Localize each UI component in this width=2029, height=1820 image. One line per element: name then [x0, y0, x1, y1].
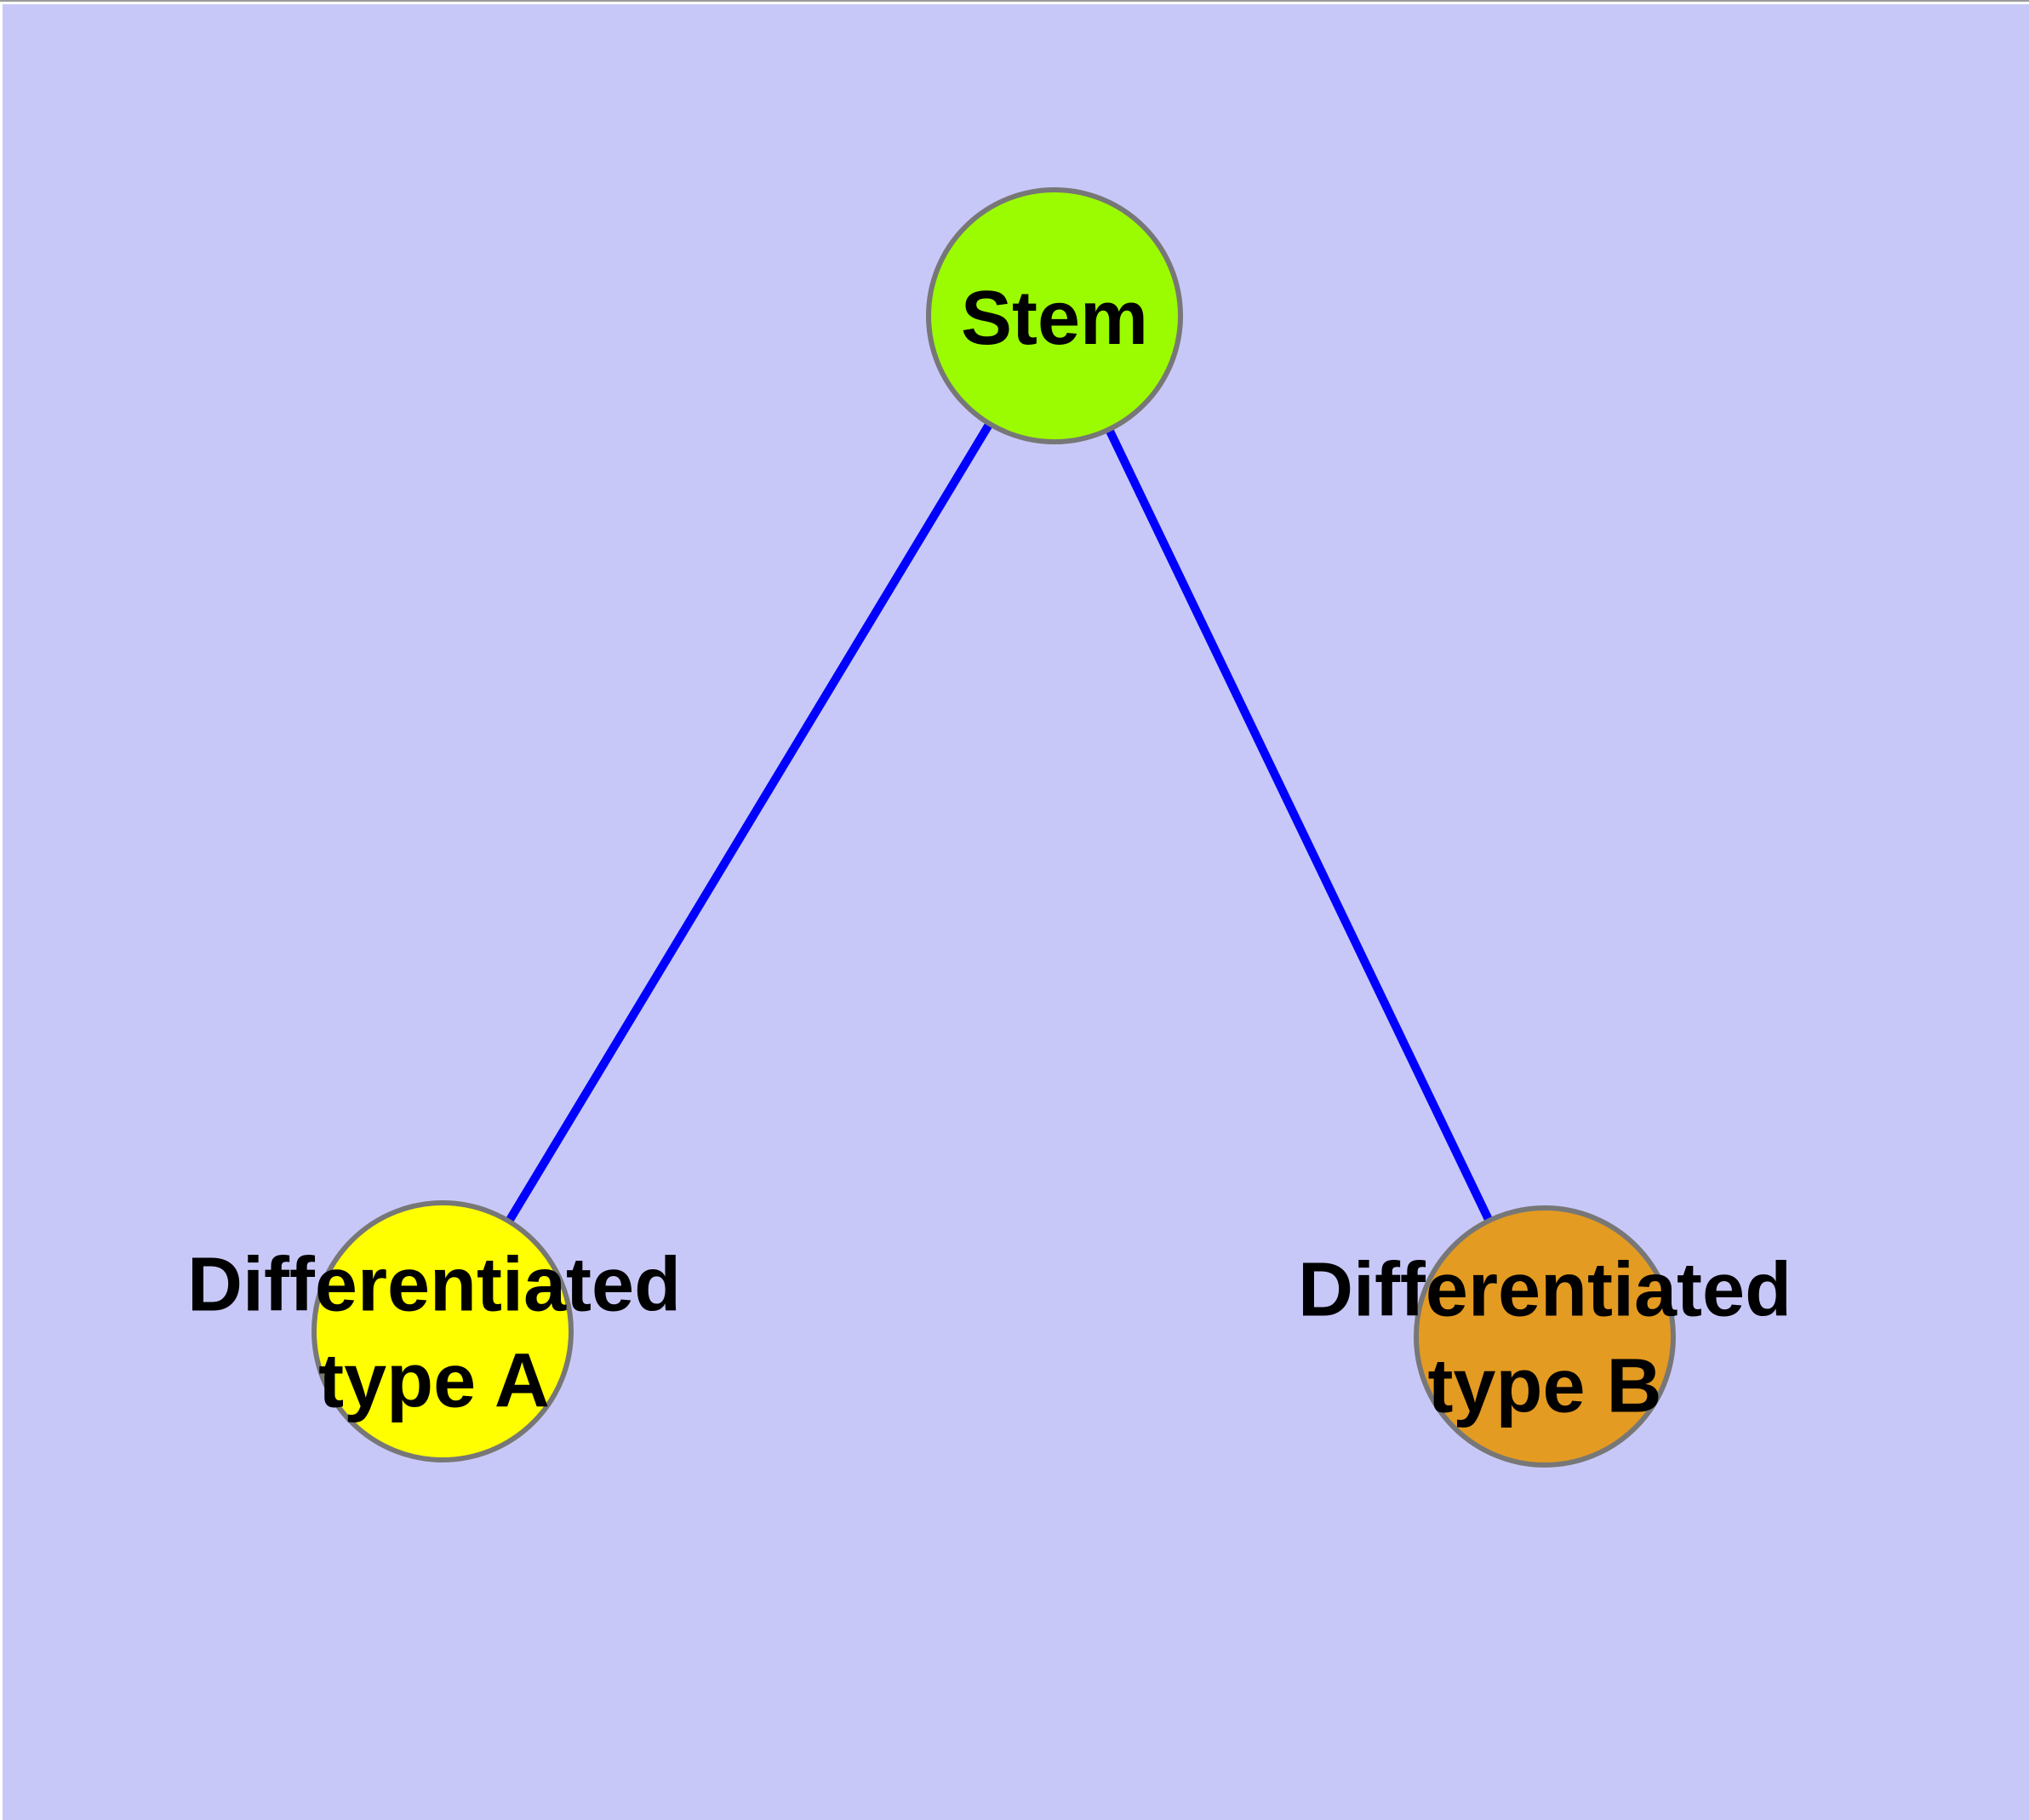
node-stem	[926, 187, 1183, 444]
node-label-stem: Stem	[961, 271, 1148, 367]
node-label-differentiated-type-a: Differentiated type A	[187, 1238, 681, 1429]
node-differentiated-type-b	[1414, 1205, 1676, 1468]
node-label-type-b-line2: type B	[1427, 1343, 1662, 1428]
node-label-type-a-line1: Differentiated	[186, 1242, 682, 1328]
edge-stem-to-type-a	[438, 313, 1059, 1334]
canvas-top-hairline	[0, 0, 2029, 2]
node-label-type-b-line1: Differentiated	[1297, 1247, 1792, 1333]
node-label-stem-text: Stem	[960, 275, 1149, 361]
canvas-left-border	[0, 2, 3, 1820]
canvas-top-border	[0, 2, 2029, 4]
node-label-type-a-line2: type A	[318, 1338, 550, 1423]
edge-stem-to-type-b	[1050, 313, 1549, 1339]
node-label-differentiated-type-b: Differentiated type B	[1298, 1243, 1792, 1434]
node-differentiated-type-a	[311, 1200, 574, 1462]
